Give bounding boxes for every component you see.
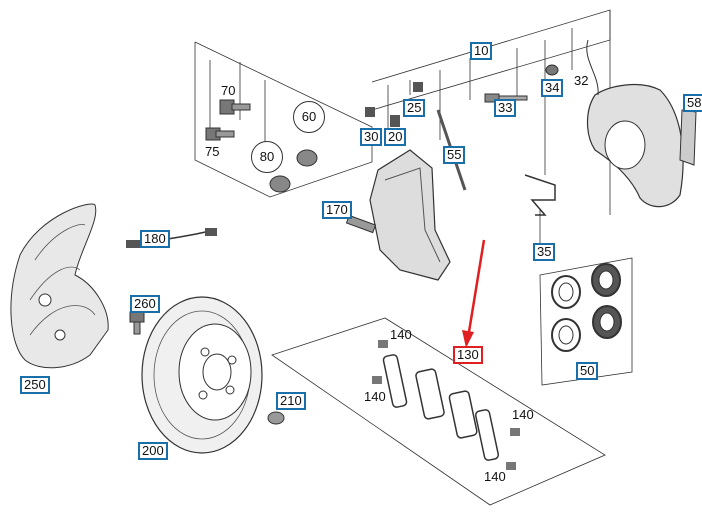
cap-34-part [545,64,559,76]
steering-knuckle-part [586,39,684,208]
callout-33[interactable]: 33 [494,99,517,117]
callout-250[interactable]: 250 [20,376,50,394]
highlight-arrow [462,239,486,348]
callout-260[interactable]: 260 [130,295,160,313]
callout-170[interactable]: 170 [322,201,352,219]
bolt-210-part [267,411,285,425]
callout-130[interactable]: 130 [453,346,483,364]
backing-plate-part [679,109,697,166]
callout-30[interactable]: 30 [360,128,383,146]
callout-180[interactable]: 180 [140,230,170,248]
callout-75: 75 [205,144,220,159]
brake-shield-part [10,203,109,369]
callout-140-right: 140 [512,407,534,422]
callout-140-left: 140 [364,389,386,404]
spring-clip-part [524,174,556,216]
callout-25[interactable]: 25 [403,99,426,117]
callout-70: 70 [221,83,236,98]
callout-60: 60 [293,101,325,133]
caliper-body-part [345,149,451,281]
callout-20[interactable]: 20 [384,128,407,146]
callout-50[interactable]: 50 [576,362,599,380]
callout-34[interactable]: 34 [541,79,564,97]
callout-140-bottom: 140 [484,469,506,484]
callout-35[interactable]: 35 [533,243,556,261]
callout-10[interactable]: 10 [470,42,493,60]
caliper-caps-part [269,149,318,193]
callout-210[interactable]: 210 [276,392,306,410]
callout-55[interactable]: 55 [443,146,466,164]
callout-140-top: 140 [390,327,412,342]
callout-32: 32 [574,73,589,88]
callout-58[interactable]: 58 [683,94,702,112]
caliper-bolts-part [205,99,251,141]
brake-disc-part [141,296,263,454]
brake-pads-part [372,340,520,470]
callout-200[interactable]: 200 [138,442,168,460]
seal-rings-part [551,263,622,352]
callout-80: 80 [251,141,283,173]
bolt-260-part [129,311,145,335]
